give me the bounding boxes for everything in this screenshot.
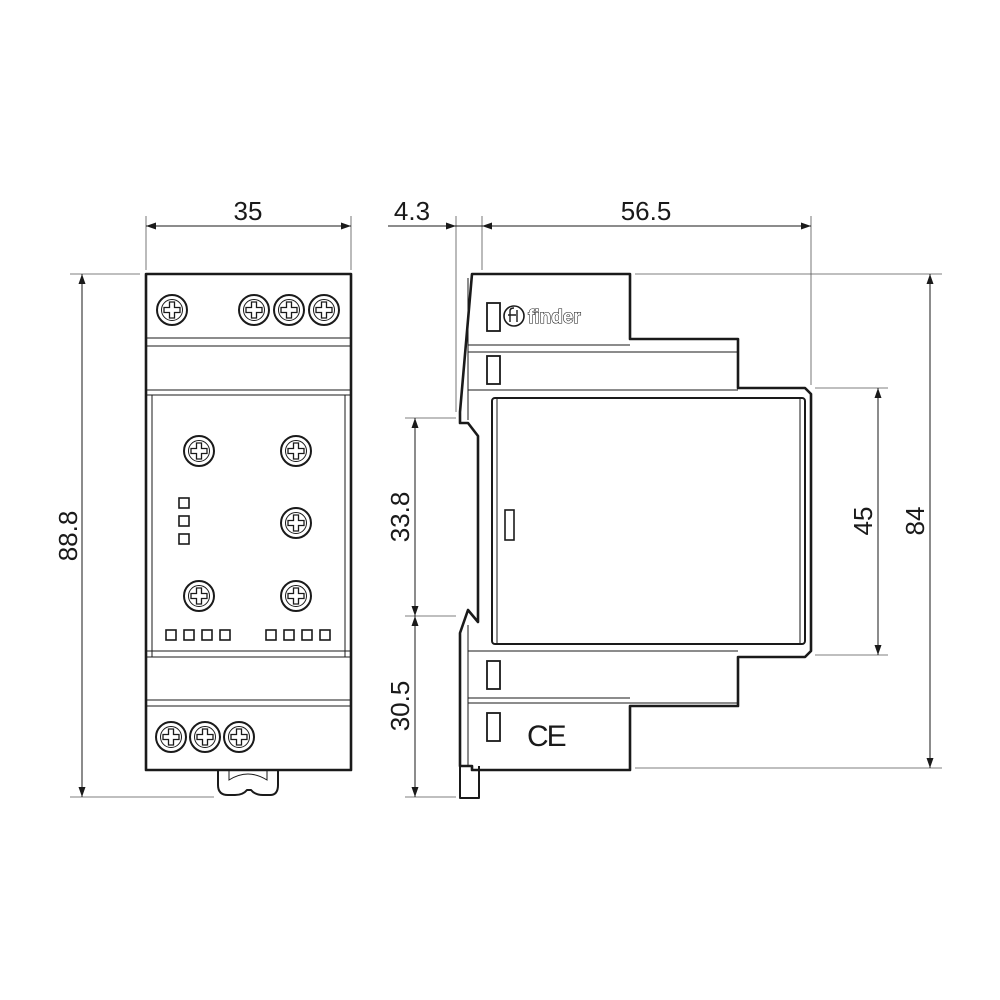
front-body-outline xyxy=(144,272,353,772)
dimension-lines xyxy=(78,222,934,797)
front-adjustment-screws xyxy=(183,435,312,612)
terminal-screw-icon xyxy=(183,435,215,467)
dim-front-width: 35 xyxy=(234,196,263,226)
dim-rail-offset: 4.3 xyxy=(394,196,430,226)
terminal-screw-icon xyxy=(280,507,312,539)
terminal-screw-icon xyxy=(223,721,255,753)
front-cover xyxy=(491,397,806,645)
dim-front-height: 88.8 xyxy=(53,511,83,562)
terminal-screw-icon xyxy=(189,721,221,753)
terminal-screw-icon xyxy=(273,294,305,326)
brand-text: finder xyxy=(528,307,581,328)
din-clip-tab xyxy=(217,770,279,796)
side-body-outline xyxy=(458,272,813,772)
dim-lower-offset: 30.5 xyxy=(385,681,415,732)
terminal-screw-icon xyxy=(238,294,270,326)
top-terminal-screws xyxy=(156,294,340,326)
side-view: finder CE xyxy=(458,272,813,799)
terminal-screw-icon xyxy=(183,580,215,612)
finder-logo-icon xyxy=(503,305,525,327)
dim-cover-height: 45 xyxy=(848,507,878,536)
terminal-slots xyxy=(486,302,501,742)
ce-mark: CE xyxy=(527,720,566,753)
dim-body-height: 84 xyxy=(900,507,930,536)
bottom-terminal-screws xyxy=(155,721,255,753)
terminal-screw-icon xyxy=(156,294,188,326)
dim-side-depth: 56.5 xyxy=(621,196,672,226)
terminal-screw-icon xyxy=(280,435,312,467)
terminal-screw-icon xyxy=(308,294,340,326)
terminal-screw-icon xyxy=(155,721,187,753)
terminal-screw-icon xyxy=(280,580,312,612)
front-view xyxy=(144,272,353,796)
dimension-labels: 35 4.3 56.5 88.8 33.8 30.5 45 84 xyxy=(53,196,930,731)
din-rail-stub xyxy=(459,766,480,799)
indicator-windows xyxy=(165,497,331,641)
dim-clip-spacing: 33.8 xyxy=(385,492,415,543)
